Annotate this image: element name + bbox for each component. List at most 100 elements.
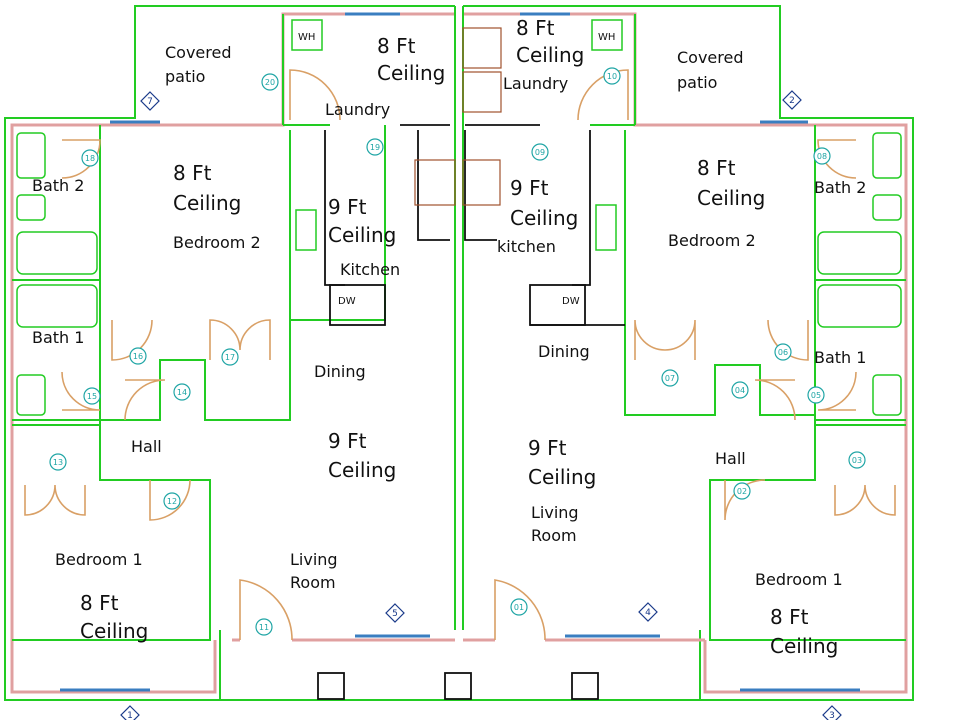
ceiling-bed2-left-line1: 8 Ft — [173, 161, 212, 185]
door-tag-label: 15 — [87, 392, 97, 401]
covered-patio-left-line1: Covered — [165, 43, 232, 62]
door-tag-15: 15 — [83, 387, 101, 405]
ceiling-kitchen-right-line1: 9 Ft — [510, 176, 549, 200]
room-labels: Covered patio Covered patio WH WH 8 Ft C… — [32, 16, 866, 658]
door-tag-label: 09 — [535, 148, 545, 157]
svg-text:Ceiling: Ceiling — [770, 634, 838, 658]
svg-text:Ceiling: Ceiling — [328, 223, 396, 247]
range-icon — [462, 159, 501, 206]
ceiling-laundry-right-line1: 8 Ft — [516, 16, 555, 40]
window-marker-label: 7 — [147, 97, 153, 107]
toilet-icon — [16, 374, 46, 416]
svg-text:Ceiling: Ceiling — [80, 619, 148, 643]
svg-text:8 Ft: 8 Ft — [770, 605, 809, 629]
doors — [24, 69, 896, 641]
ceiling-kitchen-right-line2: Ceiling — [510, 206, 578, 230]
svg-text:patio: patio — [165, 67, 205, 86]
window-marker-label: 5 — [392, 609, 398, 619]
ceiling-bed1-left-line2: Ceiling — [80, 619, 148, 643]
door-tag-label: 12 — [167, 497, 177, 506]
svg-text:8 Ft: 8 Ft — [377, 34, 416, 58]
svg-text:Room: Room — [290, 573, 336, 592]
svg-text:8 Ft: 8 Ft — [173, 161, 212, 185]
svg-text:Ceiling: Ceiling — [516, 43, 584, 67]
dw-right-label: DW — [562, 296, 580, 307]
door-tag-11: 11 — [255, 618, 273, 636]
door-tag-13: 13 — [49, 453, 67, 471]
window-marker-7: 7 — [140, 91, 160, 111]
ceiling-laundry-left-line2: Ceiling — [377, 61, 445, 85]
washer-icon — [462, 27, 502, 69]
window-marker-label: 4 — [645, 608, 651, 618]
sink-icon — [16, 194, 46, 221]
door-tag-label: 10 — [607, 72, 617, 81]
door-tag-label: 14 — [177, 388, 187, 397]
window-marker-label: 2 — [789, 96, 795, 106]
svg-text:8 Ft: 8 Ft — [516, 16, 555, 40]
hall-left-label: Hall — [131, 437, 162, 456]
svg-text:8 Ft: 8 Ft — [80, 591, 119, 615]
kitchen-left-label: Kitchen — [340, 260, 400, 279]
bathtub-icon — [16, 231, 98, 275]
door-tag-label: 08 — [817, 152, 827, 161]
ceiling-kitchen-left-line2: Ceiling — [328, 223, 396, 247]
dw-left-label: DW — [338, 296, 356, 307]
door-tag-label: 19 — [370, 143, 380, 152]
bathtub-icon — [16, 284, 98, 328]
interior-walls — [12, 6, 906, 641]
ceiling-living-left-line2: Ceiling — [328, 458, 396, 482]
wh-left-label: WH — [298, 32, 315, 43]
svg-text:Living: Living — [290, 550, 338, 569]
bath1-right-label: Bath 1 — [814, 348, 866, 367]
bedroom2-left-label: Bedroom 2 — [173, 233, 261, 252]
ceiling-kitchen-left-line1: 9 Ft — [328, 195, 367, 219]
svg-text:Ceiling: Ceiling — [528, 465, 596, 489]
ceiling-bed2-right-line1: 8 Ft — [697, 156, 736, 180]
door-tag-label: 13 — [53, 458, 63, 467]
door-tag-20: 20 — [261, 73, 279, 91]
door-tag-label: 20 — [265, 78, 275, 87]
laundry-left-label: Laundry — [325, 100, 390, 119]
door-tag-label: 11 — [259, 623, 269, 632]
door-tag-10: 10 — [603, 67, 621, 85]
bathtub-icon — [817, 284, 902, 328]
door-tag-label: 03 — [852, 456, 862, 465]
svg-text:patio: patio — [677, 73, 717, 92]
cabinets-and-appliances — [324, 27, 625, 326]
living-left-line1: Living — [290, 550, 338, 569]
toilet-icon — [872, 132, 902, 179]
dining-left-label: Dining — [314, 362, 366, 381]
covered-patio-left-line2: patio — [165, 67, 205, 86]
window-tags: 7 2 5 4 1 3 — [120, 90, 842, 720]
window-marker-3: 3 — [822, 705, 842, 720]
window-marker-5: 5 — [385, 603, 405, 623]
door-tag-01: 01 — [510, 598, 528, 616]
wh-right-label: WH — [598, 32, 615, 43]
svg-text:9 Ft: 9 Ft — [328, 429, 367, 453]
door-tag-19: 19 — [366, 138, 384, 156]
window-marker-label: 3 — [829, 711, 835, 720]
living-right-line1: Living — [531, 503, 579, 522]
kitchen-right-label: kitchen — [497, 237, 556, 256]
dining-right-label: Dining — [538, 342, 590, 361]
door-tag-07: 07 — [661, 369, 679, 387]
living-right-line2: Room — [531, 526, 577, 545]
living-left-line2: Room — [290, 573, 336, 592]
door-tag-label: 07 — [665, 374, 675, 383]
door-tag-14: 14 — [173, 383, 191, 401]
plumbing-fixtures — [16, 19, 902, 416]
svg-text:Covered: Covered — [165, 43, 232, 62]
kitchen-sink-icon — [295, 209, 317, 251]
dryer-icon — [462, 71, 502, 113]
toilet-icon — [16, 132, 46, 179]
ceiling-laundry-right-line2: Ceiling — [516, 43, 584, 67]
bath2-left-label: Bath 2 — [32, 176, 84, 195]
covered-patio-right-line1: Covered — [677, 48, 744, 67]
ceiling-bed2-left-line2: Ceiling — [173, 191, 241, 215]
window-marker-label: 1 — [127, 711, 133, 720]
window-marker-2: 2 — [782, 90, 802, 110]
svg-text:9 Ft: 9 Ft — [510, 176, 549, 200]
bedroom2-right-label: Bedroom 2 — [668, 231, 756, 250]
covered-patio-right-line2: patio — [677, 73, 717, 92]
